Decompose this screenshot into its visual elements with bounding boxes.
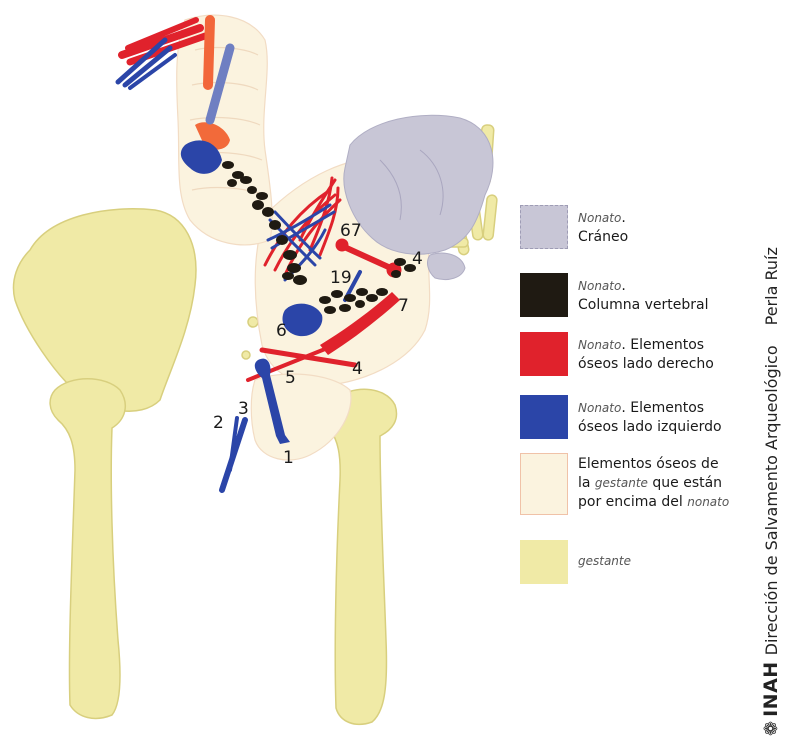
swatch-right [520,332,568,376]
swatch-gestante [520,540,568,584]
label-6: 6 [276,321,287,341]
legend-text-spine: Nonato. Columna vertebral [578,277,709,315]
author-name: Perla Ruíz [762,247,781,325]
label-5: 5 [285,368,296,388]
department-name: Dirección de Salvamento Arqueológico [762,345,781,655]
swatch-cranium [520,205,568,249]
legend-text-left: Nonato. Elementos óseos lado izquierdo [578,399,722,437]
swatch-spine [520,273,568,317]
legend-text-gestante: gestante [578,552,631,571]
label-3: 3 [238,399,249,419]
label-67: 67 [340,221,362,241]
gestante-left-femur [50,379,125,719]
swatch-left [520,395,568,439]
inah-logo-icon: ❁ [761,721,782,736]
overlay-spine [177,15,272,245]
legend-text-overlay: Elementos óseos de la gestante que están… [578,455,729,512]
label-2: 2 [213,413,224,433]
label-19: 19 [330,268,352,288]
gestante-fragment [248,317,258,327]
gestante-phalanx-3 [483,195,498,241]
cranium-fragment [428,253,465,279]
legend-text-right: Nonato. Elementos óseos lado derecho [578,336,714,374]
label-7: 7 [398,296,409,316]
label-1: 1 [283,448,294,468]
credit-vertical: ❁ INAH Dirección de Salvamento Arqueológ… [760,0,782,736]
swatch-overlay [520,453,568,515]
legend-text-cranium: Nonato. Cráneo [578,209,628,247]
label-4-upper: 4 [412,249,423,269]
inah-logo-text: INAH [760,661,782,717]
label-4: 4 [352,359,363,379]
gestante-fragment-2 [242,351,250,359]
gestante-right-femur [325,389,396,724]
